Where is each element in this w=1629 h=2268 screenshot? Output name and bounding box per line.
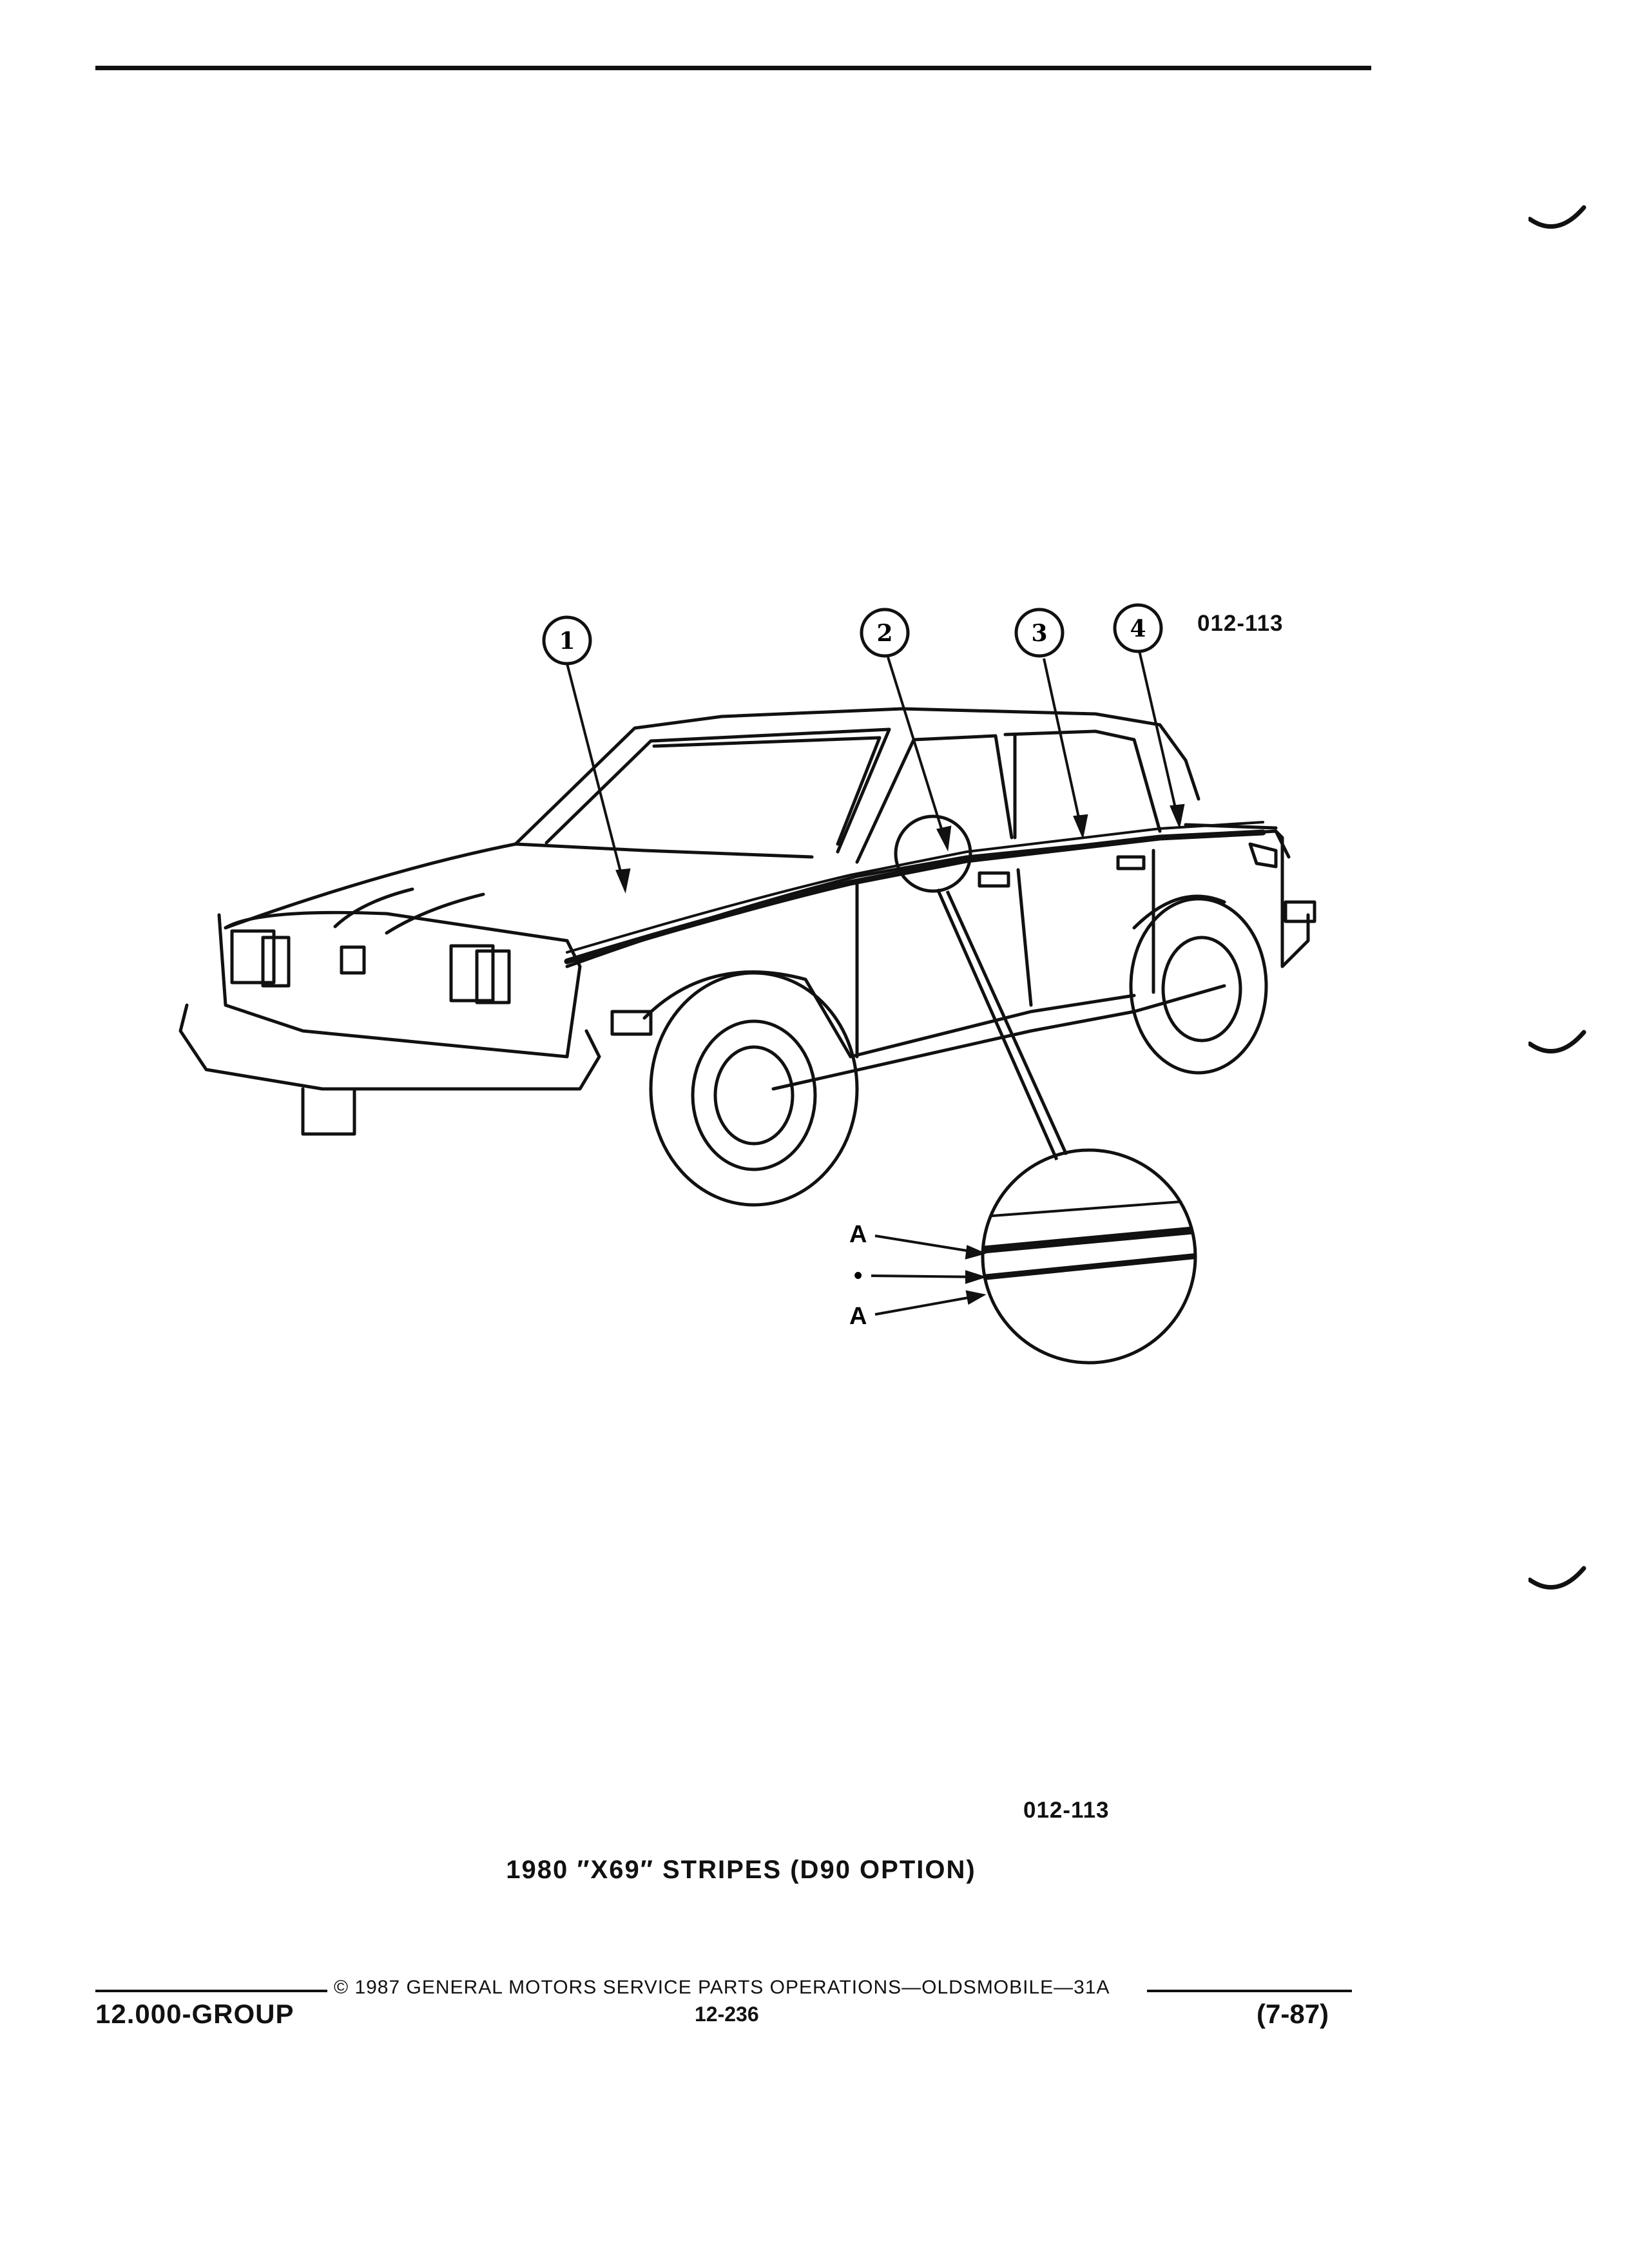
revision-date: (7-87) bbox=[1257, 1999, 1329, 2029]
figure-id-top: 012-113 bbox=[1197, 611, 1284, 636]
footer-rule-left bbox=[95, 1990, 327, 1992]
callout-label: 2 bbox=[876, 620, 892, 647]
callout-circle bbox=[1113, 603, 1163, 653]
callout-circle bbox=[542, 615, 592, 666]
footer-rule-right bbox=[1147, 1990, 1352, 1992]
detail-label: A bbox=[849, 1303, 867, 1330]
figure-caption: 1980 ″X69″ STRIPES (D90 OPTION) bbox=[506, 1856, 976, 1884]
callout-circle bbox=[860, 608, 910, 658]
binding-mark-icon bbox=[1527, 205, 1586, 231]
group-number: 12.000-GROUP bbox=[95, 1999, 294, 2029]
binding-mark-icon bbox=[1527, 1030, 1586, 1055]
detail-label: A bbox=[849, 1221, 867, 1248]
detail-label: • bbox=[854, 1262, 862, 1289]
page-number: 12-236 bbox=[695, 2003, 759, 2026]
figure-id-bottom: 012-113 bbox=[1023, 1798, 1110, 1823]
callout-circle bbox=[1014, 608, 1065, 658]
copyright-notice: © 1987 GENERAL MOTORS SERVICE PARTS OPER… bbox=[334, 1977, 1110, 1998]
callout-label: 3 bbox=[1031, 620, 1047, 647]
callout-label: 4 bbox=[1130, 615, 1146, 642]
callout-label: 1 bbox=[559, 628, 575, 655]
top-rule bbox=[95, 66, 1371, 70]
binding-mark-icon bbox=[1527, 1566, 1586, 1591]
